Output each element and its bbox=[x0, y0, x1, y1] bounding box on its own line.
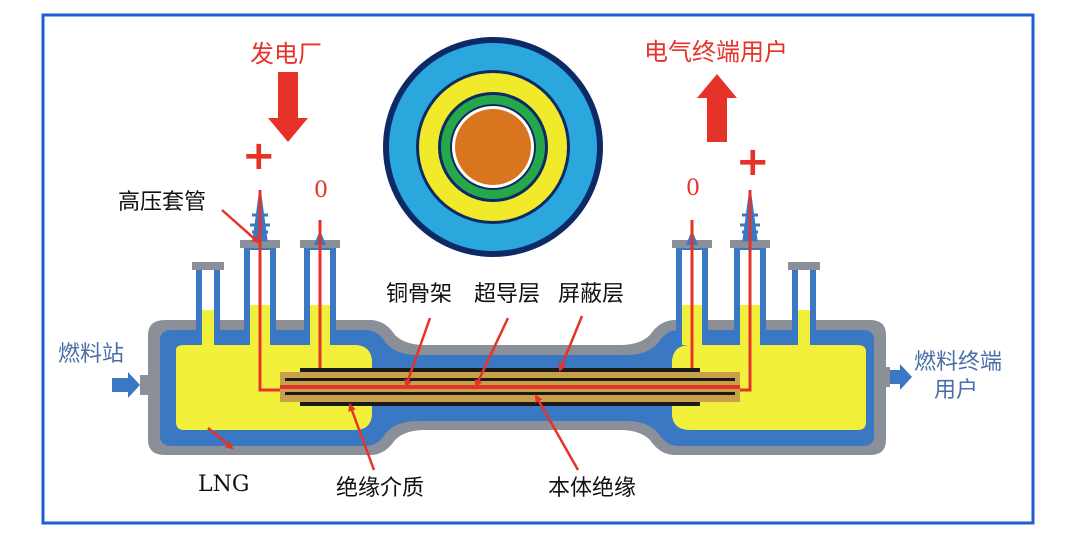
fuel-port-arrows bbox=[112, 364, 912, 398]
zero-left-label: 0 bbox=[314, 178, 328, 203]
fuel-end-user-label-line2: 用户 bbox=[934, 378, 979, 403]
plus-left-label: + bbox=[242, 133, 276, 179]
insulating-medium-label: 绝缘介质 bbox=[336, 476, 425, 501]
superconducting-layer-label: 超导层 bbox=[474, 282, 541, 307]
right-bushings bbox=[672, 194, 820, 345]
blue-border bbox=[41, 13, 1035, 525]
shield-layer-label: 屏蔽层 bbox=[558, 282, 625, 307]
lng-label: LNG bbox=[198, 472, 250, 497]
zero-right-label: 0 bbox=[686, 176, 700, 201]
callout-arrows bbox=[207, 209, 584, 471]
power-out-arrow bbox=[697, 74, 737, 142]
fuel-station-label: 燃料站 bbox=[58, 342, 125, 367]
left-bushings bbox=[192, 194, 340, 345]
hv-bushing-label: 高压套管 bbox=[118, 190, 207, 215]
copper-former-label: 铜骨架 bbox=[386, 282, 453, 307]
cable-cross-section bbox=[383, 37, 603, 257]
power-in-arrow bbox=[268, 72, 308, 142]
plus-right-label: + bbox=[736, 139, 770, 185]
power-plant-label: 发电厂 bbox=[250, 40, 322, 68]
fuel-end-user-label-line1: 燃料终端 bbox=[914, 350, 1003, 375]
electric-end-user-label: 电气终端用户 bbox=[644, 38, 788, 66]
body-insulation-label: 本体绝缘 bbox=[548, 476, 637, 501]
cable-layers bbox=[280, 368, 740, 406]
